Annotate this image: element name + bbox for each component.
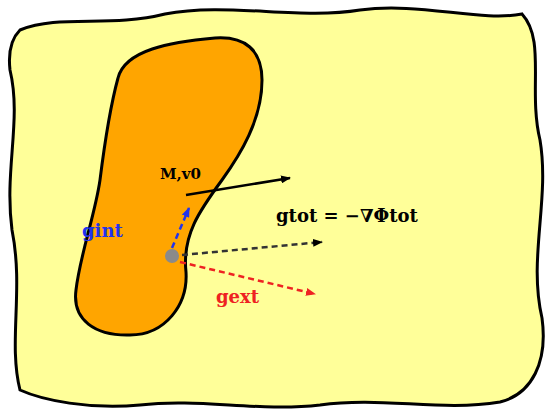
velocity-arrow [186,178,290,195]
total-field-label: gtot = −∇Φtot [276,206,418,226]
total-field-arrow [182,242,322,255]
test-particle [165,249,179,263]
mass-label: M,v0 [160,166,201,183]
internal-field-arrow [172,208,189,248]
internal-field-label: gint [82,221,123,241]
external-field-label: gext [216,287,259,307]
